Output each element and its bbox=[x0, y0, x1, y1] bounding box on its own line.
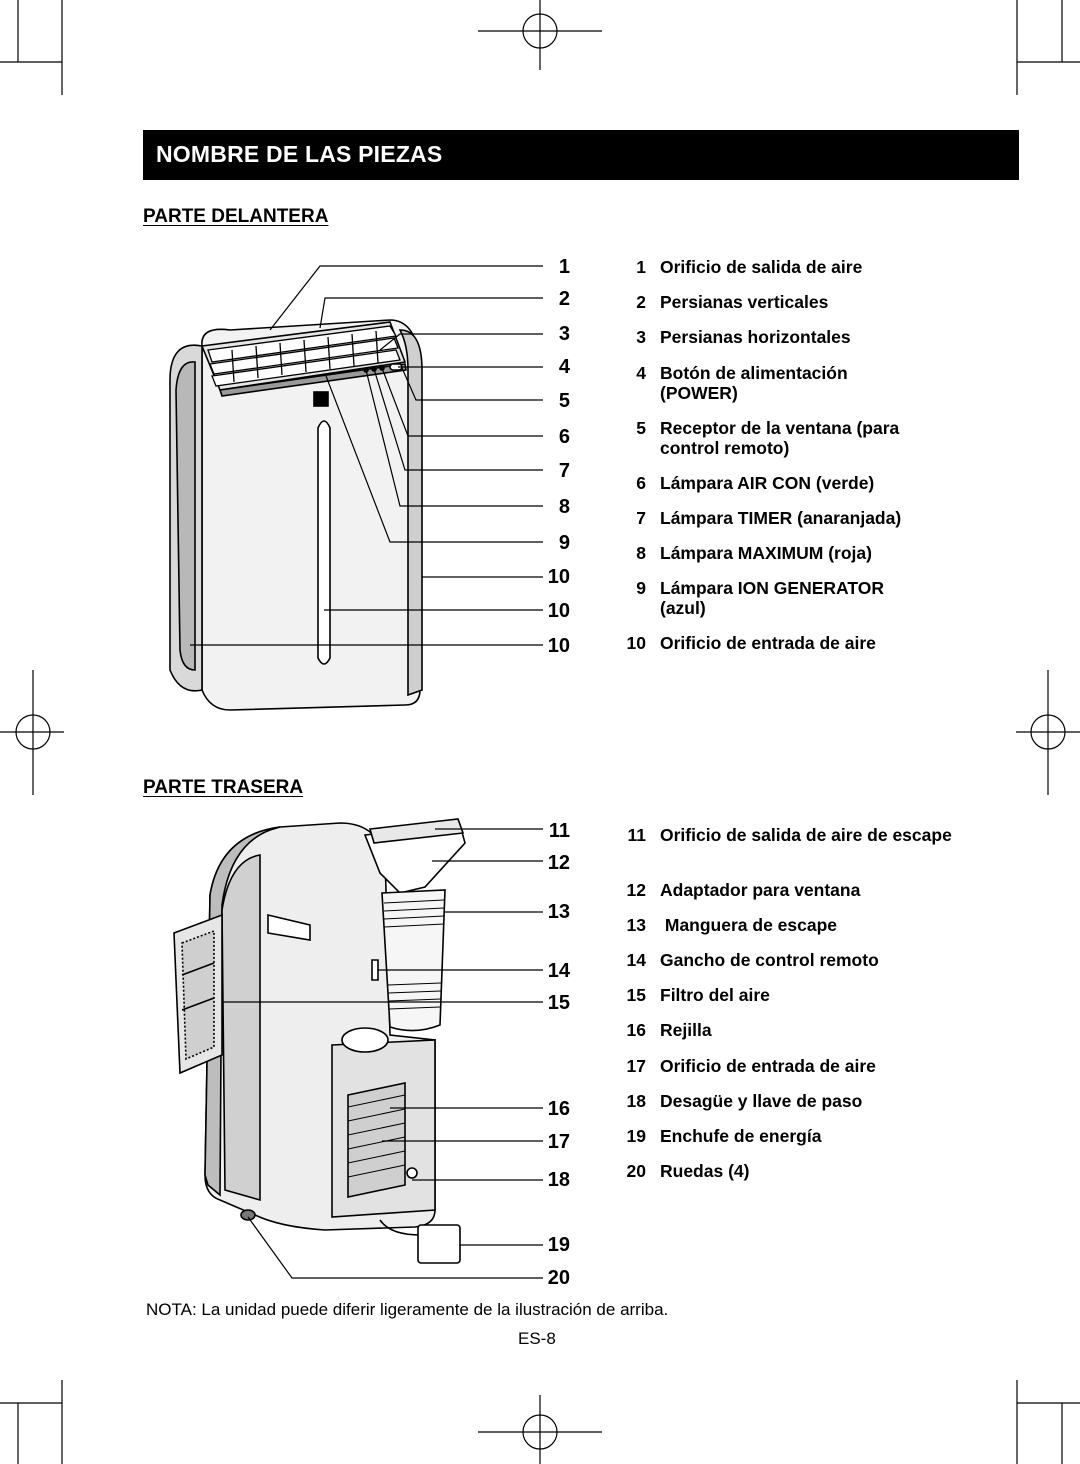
rear-unit-illustration bbox=[173, 818, 543, 1279]
callout-15: 15 bbox=[547, 992, 570, 1014]
callout-10c: 10 bbox=[547, 635, 570, 657]
callout-20: 20 bbox=[547, 1267, 570, 1289]
callout-16: 16 bbox=[547, 1098, 570, 1120]
callout-18: 18 bbox=[547, 1169, 570, 1191]
title-banner: NOMBRE DE LAS PIEZAS bbox=[143, 130, 1019, 180]
callout-12: 12 bbox=[547, 852, 570, 874]
callout-5: 5 bbox=[558, 390, 570, 412]
callout-10a: 10 bbox=[547, 566, 570, 588]
footnote: NOTA: La unidad puede diferir ligerament… bbox=[146, 1300, 669, 1319]
callout-9: 9 bbox=[558, 532, 570, 554]
callout-14: 14 bbox=[547, 960, 570, 982]
callout-17: 17 bbox=[547, 1131, 570, 1153]
front-heading: PARTE DELANTERA bbox=[143, 206, 329, 227]
callout-3: 3 bbox=[558, 323, 570, 345]
page-title: NOMBRE DE LAS PIEZAS bbox=[156, 141, 443, 167]
callout-2: 2 bbox=[558, 288, 570, 310]
callout-7: 7 bbox=[558, 460, 570, 482]
callout-11: 11 bbox=[548, 820, 570, 842]
page-number: ES-8 bbox=[518, 1329, 556, 1348]
callout-1: 1 bbox=[558, 256, 570, 278]
callout-4: 4 bbox=[558, 356, 570, 378]
callout-8: 8 bbox=[558, 496, 570, 518]
rear-heading: PARTE TRASERA bbox=[143, 777, 304, 798]
callout-10b: 10 bbox=[547, 600, 570, 622]
callout-6: 6 bbox=[558, 426, 570, 448]
callout-13: 13 bbox=[547, 901, 570, 923]
callout-19: 19 bbox=[547, 1234, 570, 1256]
front-unit-illustration bbox=[169, 265, 543, 711]
